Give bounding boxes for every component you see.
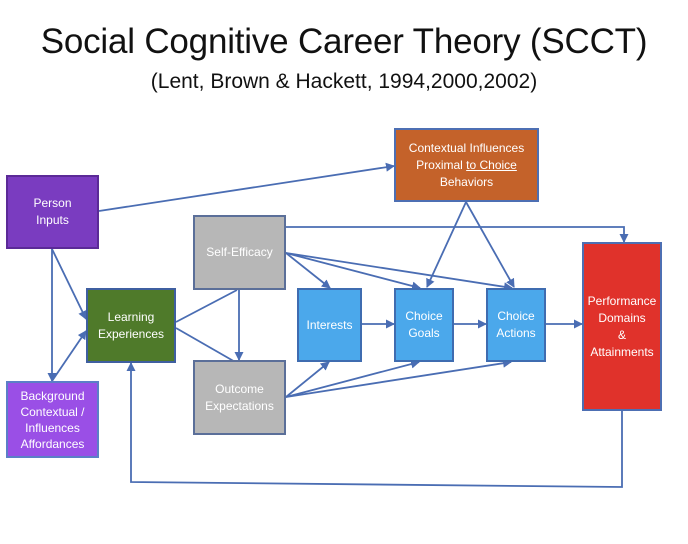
diagram-title: Social Cognitive Career Theory (SCCT) bbox=[40, 22, 648, 61]
choice-goals-line1: Choice bbox=[405, 309, 443, 323]
diagram-subtitle: (Lent, Brown & Hackett, 1994,2000,2002) bbox=[150, 70, 538, 93]
performance-line1: Performance bbox=[587, 293, 657, 308]
background-line4: Affordances bbox=[20, 436, 85, 451]
arrow-self-efficacy-to-interests bbox=[285, 252, 331, 289]
learning-line2: Experiences bbox=[97, 326, 165, 341]
arrow-self-efficacy-to-performance bbox=[286, 226, 629, 243]
contextual-line2-pre: Proximal bbox=[416, 157, 467, 172]
performance-box: Performance Domains & Attainments bbox=[582, 242, 662, 411]
arrow-contextual-to-goals bbox=[426, 201, 467, 288]
arrow-outcome-to-actions bbox=[285, 358, 512, 398]
arrow-learning-to-outcome bbox=[175, 327, 238, 364]
contextual-line3: Behaviors bbox=[439, 174, 494, 189]
arrow-person-to-learning bbox=[51, 248, 87, 320]
performance-line2: Domains bbox=[598, 310, 646, 325]
performance-line4: Attainments bbox=[590, 344, 654, 359]
arrow-outcome-to-goals bbox=[285, 359, 420, 398]
arrow-self-efficacy-to-goals bbox=[285, 252, 421, 291]
interests-box: Interests bbox=[297, 288, 362, 362]
choice-actions-line2: Actions bbox=[496, 326, 536, 340]
arrow-learning-to-self-efficacy bbox=[175, 289, 238, 323]
contextual-line2: Proximal to Choice bbox=[416, 157, 517, 174]
background-line2: Contextual / bbox=[20, 404, 85, 419]
arrow-contextual-to-actions bbox=[465, 201, 515, 288]
interests-label: Interests bbox=[306, 317, 353, 332]
arrow-self-efficacy-to-actions bbox=[285, 252, 513, 292]
outcome-line2: Expectations bbox=[205, 398, 274, 413]
arrow-person-to-contextual bbox=[98, 162, 395, 212]
background-line3: Influences bbox=[25, 420, 80, 435]
choice-actions-box: Choice Actions bbox=[486, 288, 546, 362]
choice-goals-box: Choice Goals bbox=[394, 288, 454, 362]
learning-experiences-box: Learning Experiences bbox=[86, 288, 176, 363]
person-inputs-line2: Inputs bbox=[36, 213, 69, 227]
person-inputs-line1: Person bbox=[33, 196, 72, 210]
self-efficacy-box: Self-Efficacy bbox=[193, 215, 286, 290]
learning-line1: Learning bbox=[107, 309, 155, 324]
person-inputs-box: Person Inputs bbox=[6, 175, 99, 249]
arrow-background-to-learning bbox=[51, 330, 87, 382]
background-line1: Background bbox=[20, 388, 85, 403]
outcome-line1: Outcome bbox=[215, 381, 264, 396]
contextual-influences-box: Contextual Influences Proximal to Choice… bbox=[394, 128, 539, 202]
performance-line3: & bbox=[617, 327, 626, 342]
self-efficacy-label: Self-Efficacy bbox=[206, 245, 273, 259]
contextual-line1: Contextual Influences bbox=[408, 140, 525, 155]
arrow-feedback-to-learning bbox=[126, 362, 623, 488]
choice-actions-line1: Choice bbox=[497, 309, 535, 323]
contextual-line2-link: to Choice bbox=[466, 157, 517, 172]
choice-goals-line2: Goals bbox=[408, 326, 440, 340]
arrow-outcome-to-interests bbox=[285, 361, 330, 398]
outcome-expectations-box: Outcome Expectations bbox=[193, 360, 286, 435]
background-box: Background Contextual / Influences Affor… bbox=[6, 381, 99, 458]
